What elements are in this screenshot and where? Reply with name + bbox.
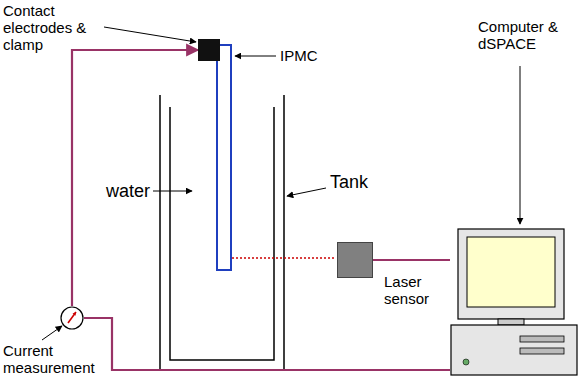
signal-wire [84,318,450,370]
meter-needle [68,312,76,323]
leader-line [153,191,192,192]
power-light [463,359,469,365]
part-label: water [106,181,150,202]
leader-line [235,56,276,57]
monitor-stand [498,319,524,325]
node-label: Contact electrodes & clamp [3,2,103,53]
node-label: Computer & dSPACE [478,18,578,52]
monitor-frame [458,229,564,319]
leader-line [520,66,521,224]
part-label: Tank [330,172,368,193]
laser-sensor: Laser sensor [337,242,373,278]
node-label: Current measurement [3,342,108,376]
needle-head [73,312,77,316]
computer: Computer & dSPACE [450,228,578,378]
ipmc-strip [217,45,231,270]
computer-case [451,325,577,375]
part-label: IPMC [280,47,318,64]
leader-line [287,188,326,196]
signal-wire [72,50,198,306]
current-meter: Current measurement [60,306,84,330]
node-label: Laser sensor [384,273,446,307]
computer-icon [450,228,578,378]
leader-line [104,27,196,42]
monitor-screen [467,237,555,307]
electrode-clamp: Contact electrodes & clamp [198,39,220,61]
leader-line [42,326,62,340]
drive-slot [520,348,564,354]
ammeter-symbol [60,306,84,330]
drive-slot [520,336,564,342]
meter-dial [61,307,83,329]
signal-wire [373,259,450,261]
laser-beam [232,257,336,259]
